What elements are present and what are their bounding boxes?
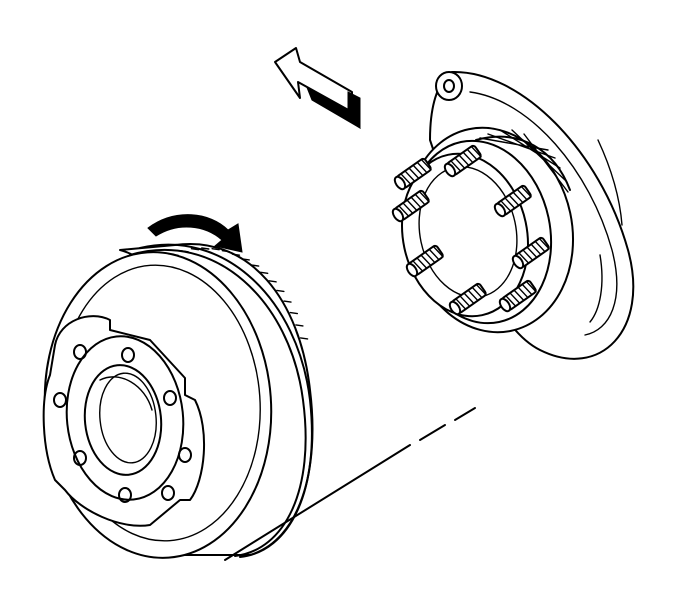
wheel-stud (405, 244, 444, 278)
rotor-bolt-hole (121, 347, 135, 363)
wheel-stud (391, 189, 430, 223)
wheel-studs (391, 144, 550, 316)
vent-slot (295, 324, 304, 327)
wheel-stud (511, 236, 550, 270)
assembly-guide-line (224, 407, 476, 561)
vent-slot (276, 289, 285, 293)
rotor-bolt-hole (178, 447, 192, 463)
wheel-stud (493, 184, 532, 218)
vent-slot (221, 250, 231, 253)
wheel-stud (393, 157, 432, 191)
vent-slot (259, 271, 269, 275)
vent-slot (180, 250, 189, 253)
vent-slot (241, 258, 250, 261)
vent-slot (289, 311, 299, 315)
rotor-bolt-hole (73, 450, 87, 466)
vent-slot (250, 264, 260, 267)
wheel-stud (448, 282, 487, 316)
vent-slot (211, 247, 220, 251)
rotor-bolt-hole (161, 485, 175, 501)
vent-slot (190, 248, 200, 251)
vent-slot (201, 247, 210, 250)
brake-rotor (42, 242, 314, 559)
rotor-bolt-hole (118, 487, 132, 503)
rotor-bolt-hole (73, 344, 87, 360)
vent-slot (283, 300, 292, 303)
rotor-bolt-hole (163, 390, 177, 406)
wheel-stud (443, 144, 482, 178)
wheel-stud (498, 279, 537, 313)
vent-slot (299, 337, 309, 340)
curved-arrow-clockwise-icon (147, 214, 243, 253)
vent-slot (268, 280, 277, 283)
wheel-hub (401, 126, 575, 334)
vent-slot (231, 253, 241, 256)
arrow-left-up-icon (274, 47, 361, 129)
rotor-bolt-hole (53, 392, 67, 408)
